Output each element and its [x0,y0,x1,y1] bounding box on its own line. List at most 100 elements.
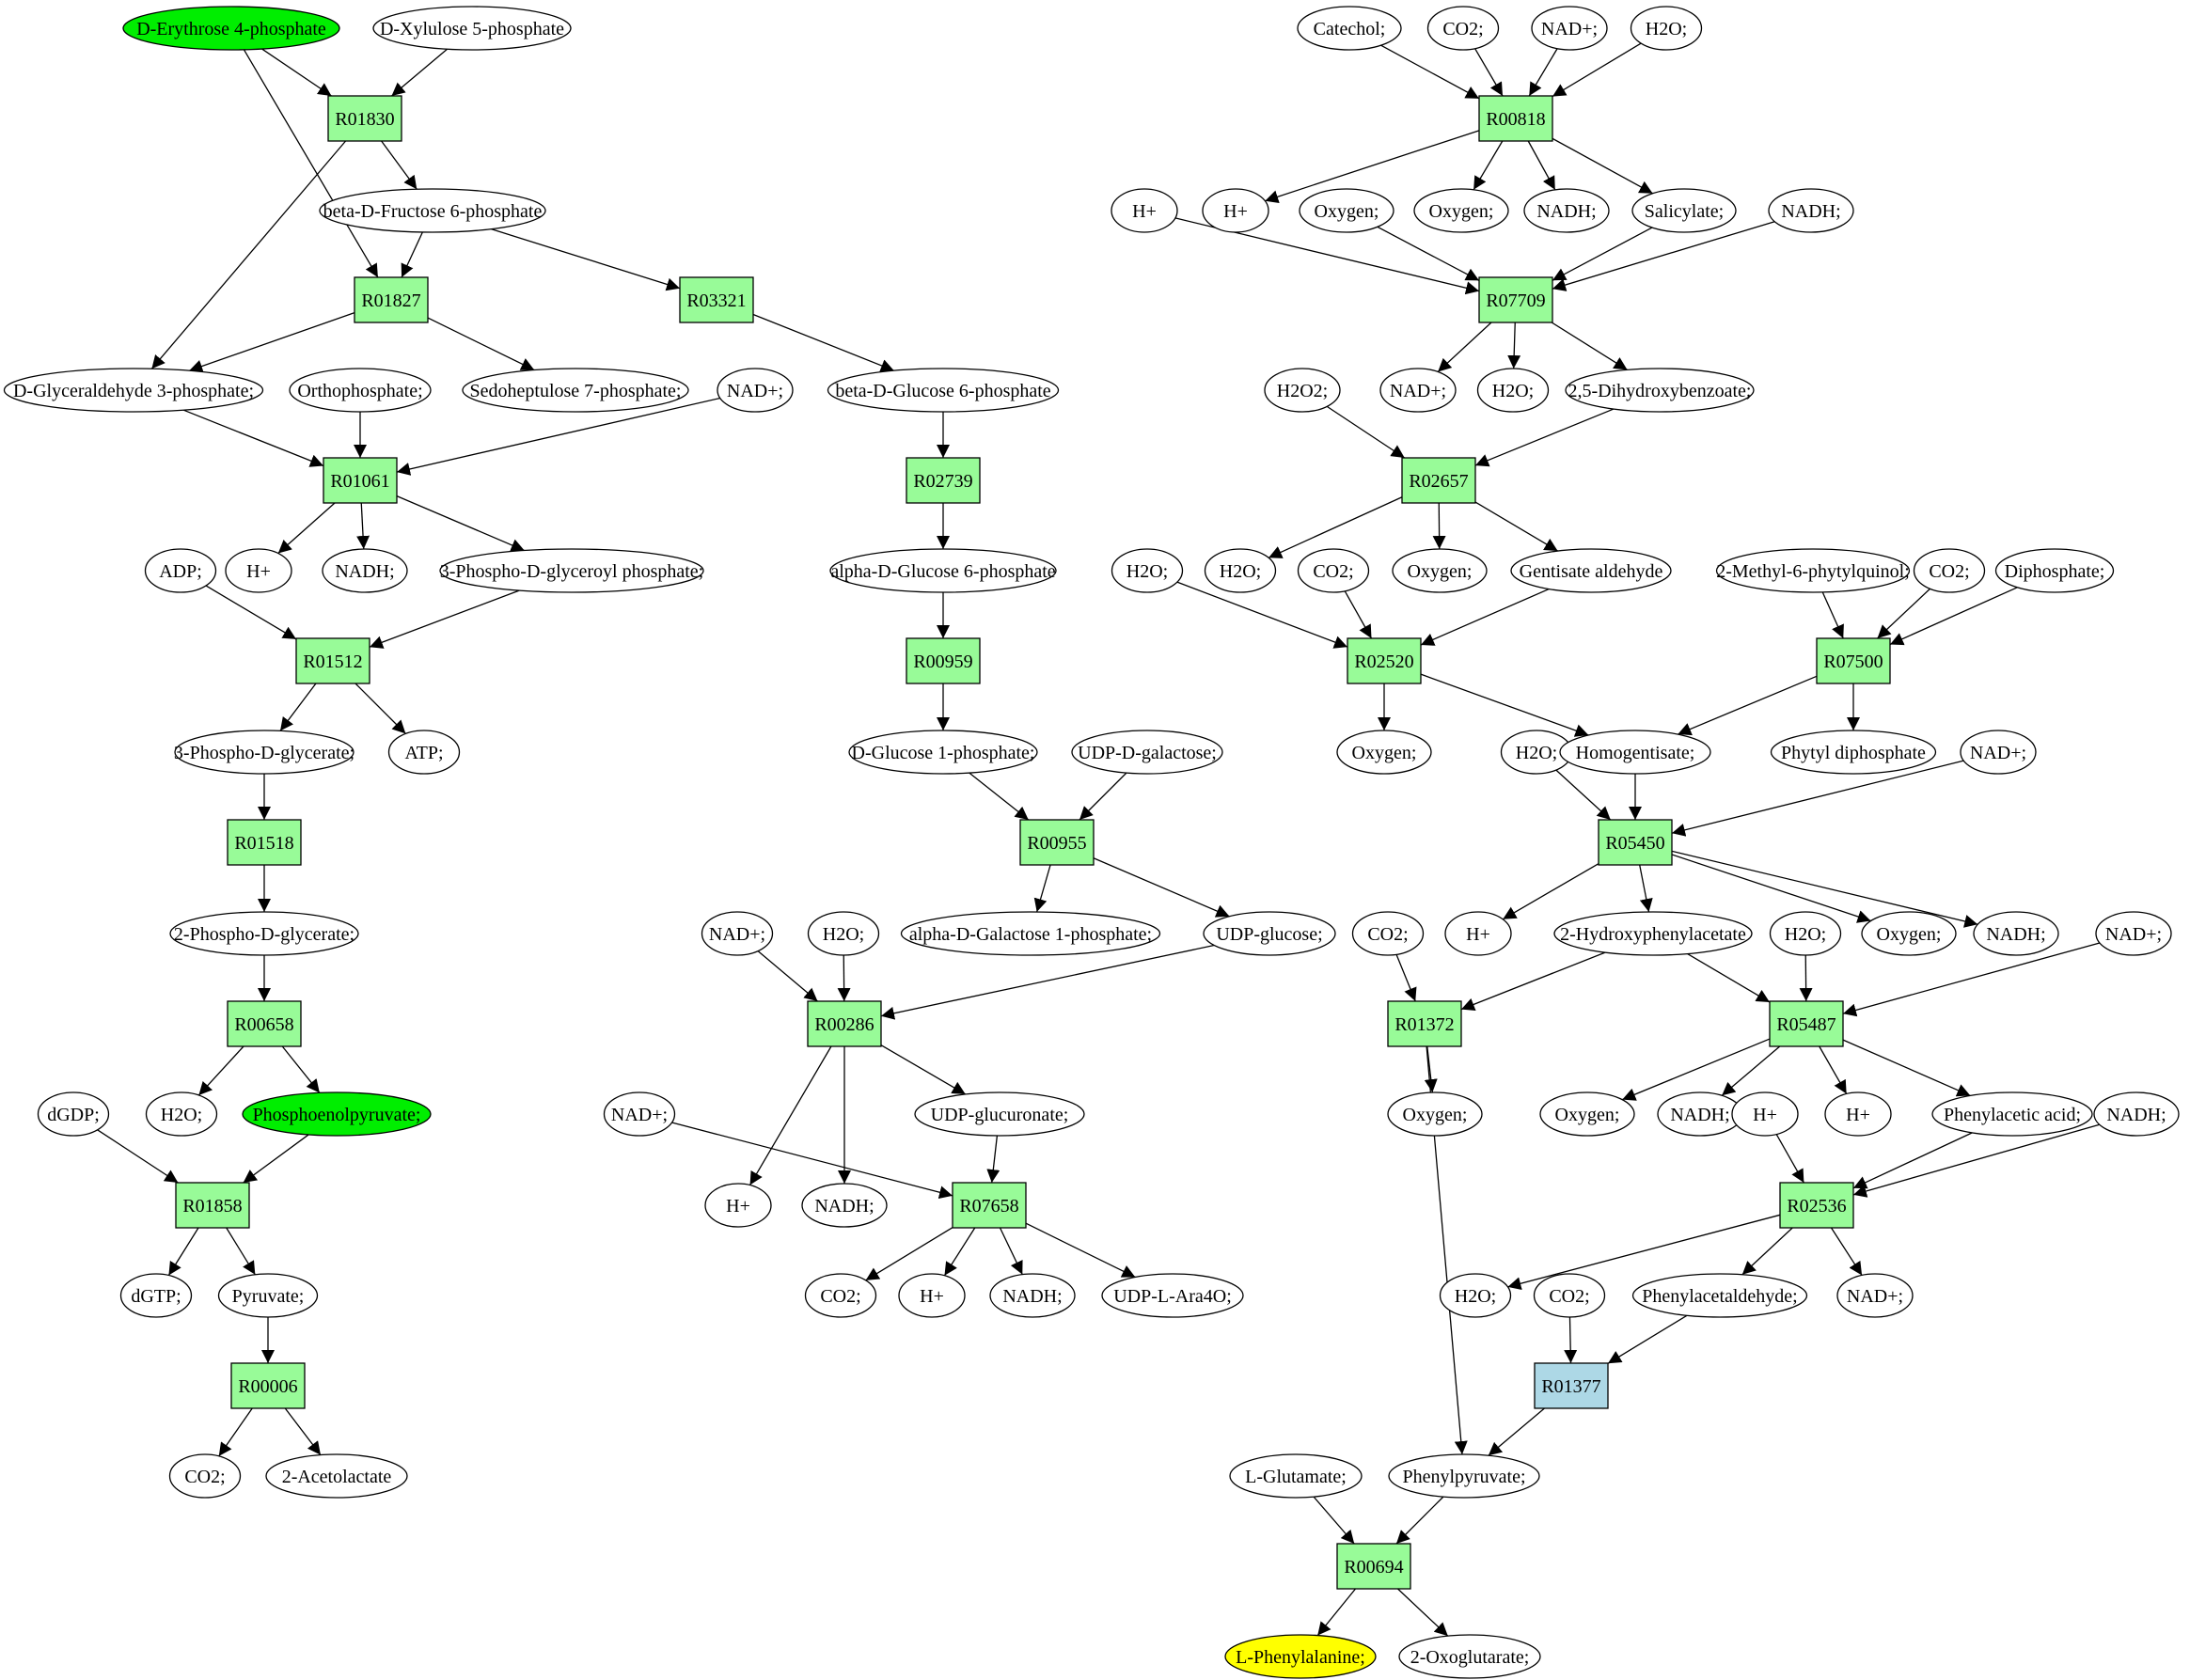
reaction-node-r01512[interactable]: R01512 [295,637,370,684]
reaction-node-r01830[interactable]: R01830 [327,95,402,142]
reaction-node-r01518[interactable]: R01518 [227,819,302,866]
metabolite-node-m_nad_d[interactable]: NAD+; [1531,6,1608,51]
metabolite-node-m_udpgluc[interactable]: UDP-glucuronate; [914,1091,1085,1137]
metabolite-node-m_2hpa[interactable]: 2-Hydroxyphenylacetate [1553,911,1753,956]
reaction-node-r00006[interactable]: R00006 [230,1362,306,1409]
metabolite-node-m_gentald[interactable]: Gentisate aldehyde [1510,548,1672,593]
reaction-node-r00959[interactable]: R00959 [906,637,981,684]
metabolite-node-m_pyr[interactable]: Pyruvate; [217,1273,319,1318]
reaction-node-r02739[interactable]: R02739 [906,457,981,504]
metabolite-node-m_nad_g[interactable]: NAD+; [2095,911,2172,956]
metabolite-node-m_phenacetald[interactable]: Phenylacetaldehyde; [1631,1273,1808,1318]
metabolite-node-m_co2_b[interactable]: CO2; [804,1273,877,1318]
metabolite-node-m_h2o_h[interactable]: H2O; [1769,911,1842,956]
metabolite-node-m_udpara[interactable]: UDP-L-Ara4O; [1101,1273,1244,1318]
reaction-node-r00818[interactable]: R00818 [1478,95,1553,142]
metabolite-node-m_co2_f[interactable]: CO2; [1351,911,1425,956]
metabolite-node-m_h_f[interactable]: H+ [1444,911,1512,956]
reaction-node-r07658[interactable]: R07658 [952,1182,1027,1229]
metabolite-node-m_lphe[interactable]: L-Phenylalanine; [1224,1634,1377,1679]
metabolite-node-m_diphos[interactable]: Diphosphate; [1994,548,2115,593]
metabolite-node-m_x5p[interactable]: D-Xylulose 5-phosphate [372,6,572,51]
metabolite-node-m_25dhb[interactable]: 2,5-Dihydroxybenzoate; [1565,368,1755,413]
metabolite-node-m_oxy_g[interactable]: Oxygen; [1539,1091,1635,1137]
reaction-node-r01377[interactable]: R01377 [1534,1362,1609,1409]
metabolite-node-m_salicylate[interactable]: Salicylate; [1631,188,1737,233]
metabolite-node-m_h_g[interactable]: H+ [1731,1091,1799,1137]
reaction-node-r05450[interactable]: R05450 [1598,819,1673,866]
metabolite-node-m_dgdp[interactable]: dGDP; [37,1091,110,1137]
metabolite-node-m_2pg[interactable]: 2-Phospho-D-glycerate; [169,911,359,956]
metabolite-node-m_dgtp[interactable]: dGTP; [119,1273,193,1318]
metabolite-node-m_co2_a[interactable]: CO2; [168,1453,242,1499]
metabolite-node-m_udpgal[interactable]: UDP-D-galactose; [1071,730,1223,775]
metabolite-node-m_e4p[interactable]: D-Erythrose 4-phosphate [122,6,340,51]
reaction-node-r01372[interactable]: R01372 [1387,1000,1462,1047]
metabolite-node-m_h_a[interactable]: H+ [225,548,292,593]
metabolite-node-m_udpglc[interactable]: UDP-glucose; [1203,911,1336,956]
metabolite-node-m_nad_h[interactable]: NAD+; [1836,1273,1914,1318]
metabolite-node-m_h2o_c[interactable]: H2O; [1630,6,1703,51]
metabolite-node-m_catechol[interactable]: Catechol; [1297,6,1402,51]
metabolite-node-m_nadh_b[interactable]: NADH; [801,1183,888,1228]
metabolite-node-m_phenacetic[interactable]: Phenylacetic acid; [1931,1091,2093,1137]
metabolite-node-m_lglu[interactable]: L-Glutamate; [1229,1453,1363,1499]
metabolite-node-m_oxy_c[interactable]: Oxygen; [1392,548,1488,593]
metabolite-node-m_orthophos[interactable]: Orthophosphate; [289,368,432,413]
metabolite-node-m_nad_a[interactable]: NAD+; [717,368,794,413]
reaction-node-r01858[interactable]: R01858 [175,1182,250,1229]
metabolite-node-m_h2o_b[interactable]: H2O; [807,911,880,956]
metabolite-node-m_nad_c[interactable]: NAD+; [603,1091,676,1137]
metabolite-node-m_h_c[interactable]: H+ [898,1273,966,1318]
metabolite-node-m_nadh_a[interactable]: NADH; [322,548,408,593]
metabolite-node-m_oxy_f[interactable]: Oxygen; [1387,1091,1483,1137]
metabolite-node-m_2m6pq[interactable]: 2-Methyl-6-phytylquinol; [1715,548,1911,593]
metabolite-node-m_nad_f[interactable]: NAD+; [1960,730,2037,775]
reaction-node-r07709[interactable]: R07709 [1478,276,1553,323]
metabolite-node-m_pep[interactable]: Phosphoenolpyruvate; [242,1091,432,1137]
metabolite-node-m_nadh_h[interactable]: NADH; [2093,1091,2180,1137]
reaction-node-r05487[interactable]: R05487 [1769,1000,1844,1047]
metabolite-node-m_s7p[interactable]: Sedoheptulose 7-phosphate; [462,368,689,413]
metabolite-node-m_atp[interactable]: ATP; [387,730,461,775]
metabolite-node-m_oxy_b[interactable]: Oxygen; [1413,188,1509,233]
metabolite-node-m_co2_g[interactable]: CO2; [1533,1273,1606,1318]
metabolite-node-m_h2o_e[interactable]: H2O; [1111,548,1184,593]
metabolite-node-m_bg6p[interactable]: beta-D-Glucose 6-phosphate [827,368,1060,413]
reaction-node-r00694[interactable]: R00694 [1336,1543,1411,1590]
metabolite-node-m_nadh_c[interactable]: NADH; [989,1273,1076,1318]
metabolite-node-m_h_d[interactable]: H+ [1111,188,1178,233]
metabolite-node-m_homogent[interactable]: Homogentisate; [1559,730,1711,775]
metabolite-node-m_nad_b[interactable]: NAD+; [701,911,774,956]
metabolite-node-m_co2_c[interactable]: CO2; [1426,6,1500,51]
metabolite-node-m_h_e[interactable]: H+ [1202,188,1269,233]
metabolite-node-m_h2o2[interactable]: H2O2; [1264,368,1341,413]
metabolite-node-m_h2o_d[interactable]: H2O; [1476,368,1550,413]
metabolite-node-m_3pgp[interactable]: 3-Phospho-D-glyceroyl phosphate; [439,548,704,593]
metabolite-node-m_acetolac[interactable]: 2-Acetolactate [265,1453,408,1499]
metabolite-node-m_adp[interactable]: ADP; [144,548,217,593]
reaction-node-r00286[interactable]: R00286 [807,1000,882,1047]
metabolite-node-m_3pg[interactable]: 3-Phospho-D-glycerate; [174,730,354,775]
metabolite-node-m_h2o_g[interactable]: H2O; [1500,730,1573,775]
metabolite-node-m_g1p[interactable]: D-Glucose 1-phosphate; [848,730,1038,775]
metabolite-node-m_nadh_d[interactable]: NADH; [1523,188,1610,233]
metabolite-node-m_nadh_e[interactable]: NADH; [1768,188,1854,233]
metabolite-node-m_h_h[interactable]: H+ [1824,1091,1892,1137]
metabolite-node-m_co2_e[interactable]: CO2; [1913,548,1986,593]
metabolite-node-m_h2o_f[interactable]: H2O; [1204,548,1277,593]
metabolite-node-m_2oxoglut[interactable]: 2-Oxoglutarate; [1398,1634,1541,1679]
metabolite-node-m_nadh_g[interactable]: NADH; [1657,1091,1743,1137]
metabolite-node-m_co2_d[interactable]: CO2; [1297,548,1370,593]
metabolite-node-m_h2o_i[interactable]: H2O; [1439,1273,1512,1318]
reaction-node-r02536[interactable]: R02536 [1779,1182,1854,1229]
reaction-node-r01827[interactable]: R01827 [354,276,429,323]
metabolite-node-m_bf6p[interactable]: beta-D-Fructose 6-phosphate [319,188,546,233]
reaction-node-r03321[interactable]: R03321 [679,276,754,323]
metabolite-node-m_ag6p[interactable]: alpha-D-Glucose 6-phosphate [829,548,1057,593]
metabolite-node-m_g3p[interactable]: D-Glyceraldehyde 3-phosphate; [3,368,264,413]
metabolite-node-m_oxy_e[interactable]: Oxygen; [1861,911,1957,956]
metabolite-node-m_agal1p[interactable]: alpha-D-Galactose 1-phosphate; [900,911,1161,956]
reaction-node-r00955[interactable]: R00955 [1019,819,1095,866]
metabolite-node-m_phenylpyr[interactable]: Phenylpyruvate; [1388,1453,1540,1499]
